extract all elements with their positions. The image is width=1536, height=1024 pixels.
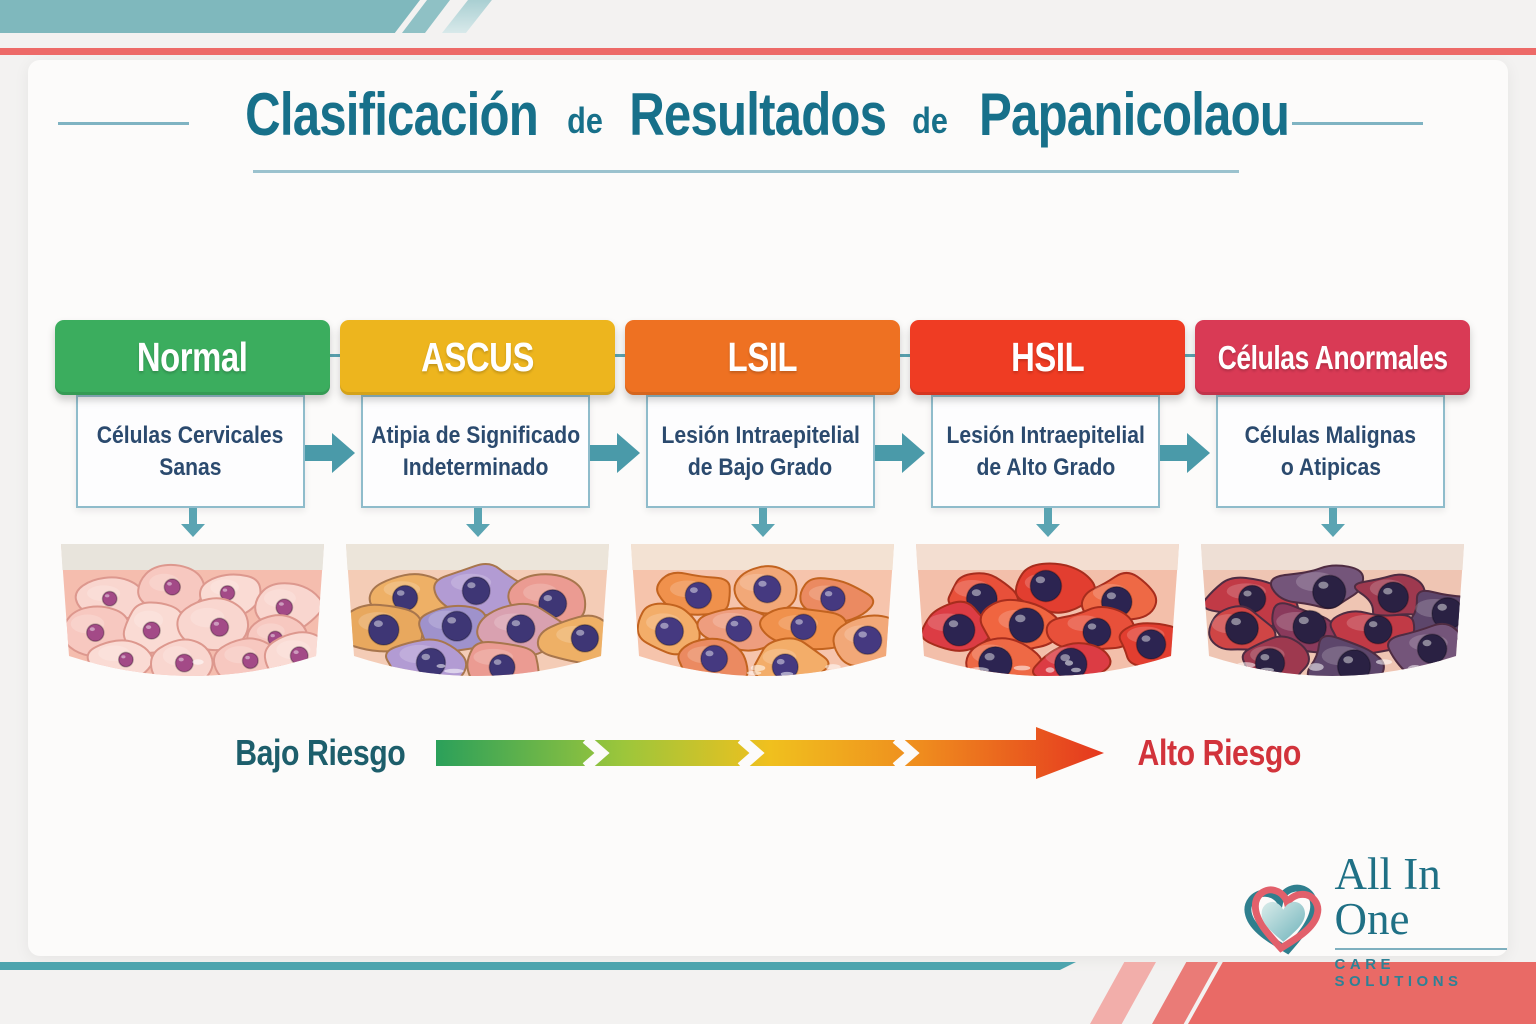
logo-divider: [1334, 948, 1507, 950]
down-arrow-icon: [55, 508, 330, 538]
category-description-ascus: Atipia de Significado Indeterminado: [361, 395, 590, 508]
title-word: Clasificación: [244, 81, 539, 148]
description-line: Atipia de Significado: [371, 421, 580, 449]
category-label: LSIL: [727, 334, 798, 380]
page-title: Clasificación de Resultados de Papanicol…: [0, 80, 1536, 149]
category-header-normal: Normal: [55, 320, 330, 395]
category-description-celulas-anormales: Células Malignas o Atipicas: [1216, 395, 1445, 508]
risk-scale: Bajo Riesgo Alto Riesgo: [0, 724, 1536, 782]
category-description-hsil: Lesión Intraepitelial de Alto Grado: [931, 395, 1160, 508]
description-line: de Alto Grado: [976, 453, 1115, 481]
category-label: Células Anormales: [1217, 338, 1448, 376]
top-teal-stripe-2: [442, 0, 492, 33]
column-lsil: LSIL Lesión Intraepitelial de Bajo Grado: [625, 320, 925, 700]
category-header-ascus: ASCUS: [340, 320, 615, 395]
risk-gradient-arrow: [436, 727, 1105, 779]
cell-illustration-celulas-anormales: [1195, 538, 1470, 696]
title-dash-right: [1292, 122, 1423, 125]
cell-illustration-ascus: [340, 538, 615, 696]
content-panel: [28, 60, 1508, 956]
title-dash-left: [58, 122, 189, 125]
flow-arrow-right-icon: [305, 433, 357, 473]
category-header-hsil: HSIL: [910, 320, 1185, 395]
description-line: o Atipicas: [1280, 453, 1381, 481]
bottom-red-band: [1188, 962, 1536, 1024]
description-line: Sanas: [159, 453, 222, 481]
classification-flow: Normal Células Cervicales Sanas ASCUS At…: [0, 320, 1536, 700]
high-risk-label: Alto Riesgo: [1137, 732, 1302, 773]
category-description-lsil: Lesión Intraepitelial de Bajo Grado: [646, 395, 875, 508]
column-ascus: ASCUS Atipia de Significado Indeterminad…: [340, 320, 640, 700]
down-arrow-icon: [1195, 508, 1470, 538]
title-connector: de: [911, 100, 948, 141]
heart-logo-icon: [1244, 884, 1322, 955]
flow-arrow-right-icon: [1160, 433, 1212, 473]
logo-name: All In One: [1334, 849, 1441, 944]
description-line: Lesión Intraepitelial: [946, 421, 1145, 449]
column-normal: Normal Células Cervicales Sanas: [55, 320, 355, 700]
category-label: HSIL: [1010, 334, 1085, 380]
category-label: Normal: [137, 334, 248, 380]
flow-arrow-right-icon: [875, 433, 927, 473]
column-celulas-anormales: Células Anormales Células Malignas o Ati…: [1195, 320, 1470, 700]
title-word: Papanicolaou: [979, 81, 1290, 148]
logo-tagline: CARE SOLUTIONS: [1334, 956, 1463, 990]
category-label: ASCUS: [421, 334, 534, 380]
description-line: Células Cervicales: [97, 421, 284, 449]
title-connector: de: [567, 100, 604, 141]
description-line: de Bajo Grado: [688, 453, 833, 481]
description-line: Indeterminado: [402, 453, 549, 481]
cell-illustration-lsil: [625, 538, 900, 696]
bottom-teal-line: [0, 962, 1076, 970]
flow-arrow-right-icon: [590, 433, 642, 473]
bottom-red-stripe-1: [1090, 962, 1156, 1024]
cell-illustration-hsil: [910, 538, 1185, 696]
category-header-lsil: LSIL: [625, 320, 900, 395]
brand-logo: All In One CARE SOLUTIONS: [1240, 852, 1520, 990]
low-risk-label: Bajo Riesgo: [235, 732, 407, 773]
title-underline: [253, 170, 1239, 173]
description-line: Células Malignas: [1244, 421, 1417, 449]
down-arrow-icon: [910, 508, 1185, 538]
down-arrow-icon: [625, 508, 900, 538]
category-description-normal: Células Cervicales Sanas: [76, 395, 305, 508]
category-header-celulas-anormales: Células Anormales: [1195, 320, 1470, 395]
cell-illustration-normal: [55, 538, 330, 696]
down-arrow-icon: [340, 508, 615, 538]
top-teal-band: [0, 0, 420, 33]
title-word: Resultados: [629, 81, 887, 148]
description-line: Lesión Intraepitelial: [661, 421, 860, 449]
column-hsil: HSIL Lesión Intraepitelial de Alto Grado: [910, 320, 1210, 700]
top-red-line: [0, 48, 1536, 55]
